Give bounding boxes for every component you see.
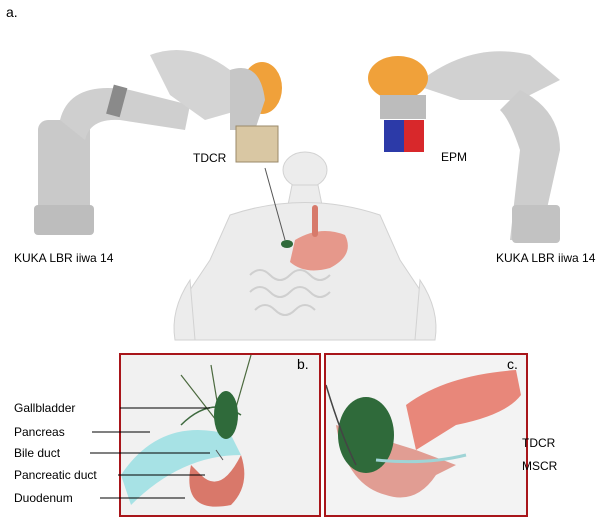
gallbladder-body bbox=[281, 240, 293, 248]
label-pancreas: Pancreas bbox=[14, 425, 65, 439]
label-bile-duct: Bile duct bbox=[14, 446, 60, 460]
panel-a-letter: a. bbox=[6, 4, 18, 20]
esophagus-body bbox=[312, 205, 318, 237]
label-mscr: MSCR bbox=[522, 459, 557, 473]
left-robot-arm bbox=[34, 50, 282, 235]
inset-c-illustration bbox=[326, 355, 526, 515]
panel-c-letter: c. bbox=[507, 356, 518, 372]
panel-b-letter: b. bbox=[297, 356, 309, 372]
inset-b-illustration bbox=[121, 355, 319, 515]
label-pancreatic-duct: Pancreatic duct bbox=[14, 468, 97, 482]
inset-b bbox=[119, 353, 321, 517]
epm-label: EPM bbox=[441, 150, 467, 164]
robot-right-label: KUKA LBR iiwa 14 bbox=[496, 251, 595, 265]
right-robot-arm bbox=[368, 51, 560, 243]
robot-left-label: KUKA LBR iiwa 14 bbox=[14, 251, 113, 265]
label-tdcr-c: TDCR bbox=[522, 436, 555, 450]
tdcr-label-a: TDCR bbox=[193, 151, 226, 165]
label-duodenum: Duodenum bbox=[14, 491, 73, 505]
inset-c bbox=[324, 353, 528, 517]
label-gallbladder: Gallbladder bbox=[14, 401, 75, 415]
